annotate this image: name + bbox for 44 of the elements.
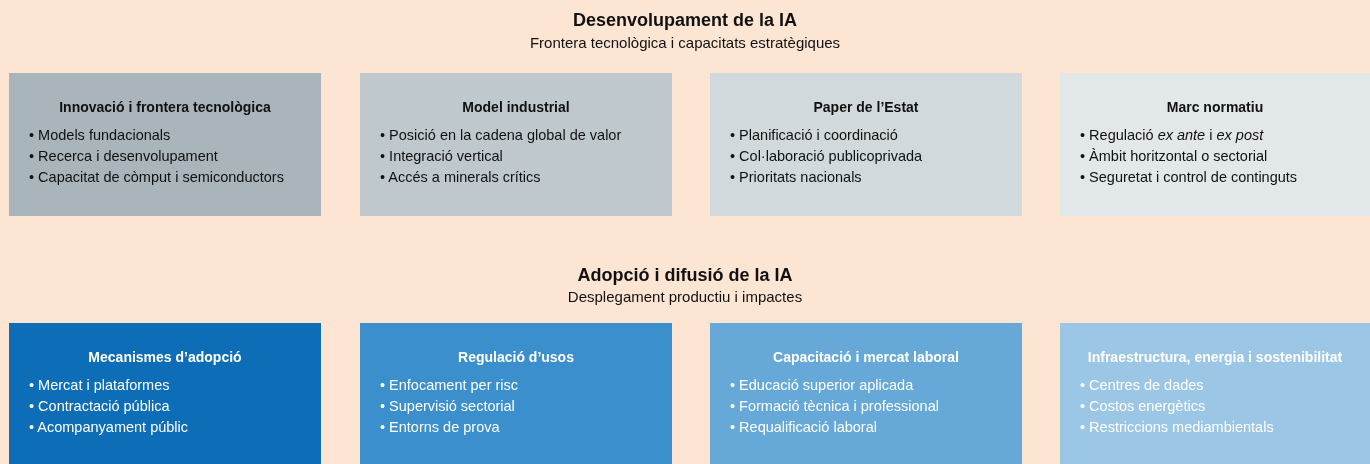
bullet-item: • Capacitat de còmput i semiconductors bbox=[29, 168, 284, 187]
content-box bbox=[9, 323, 321, 464]
content-box bbox=[360, 73, 672, 216]
section-heading: Adopció i difusió de la IA bbox=[577, 265, 793, 286]
section-heading: Desenvolupament de la IA bbox=[572, 10, 798, 31]
section-subtitle: Frontera tecnològica i capacitats estratègiques bbox=[529, 34, 841, 51]
content-box bbox=[1060, 73, 1370, 216]
bullet-item: • Recerca i desenvolupament bbox=[29, 147, 218, 166]
bullet-item: • Col·laboració publicoprivada bbox=[730, 147, 923, 166]
content-box bbox=[710, 323, 1022, 464]
box-heading: Innovació i frontera tecnològica bbox=[58, 99, 272, 115]
bullet-item: • Àmbit horitzontal o sectorial bbox=[1080, 147, 1268, 166]
bullet-item: • Supervisió sectorial bbox=[380, 397, 515, 416]
box-heading: Marc normatiu bbox=[1165, 99, 1265, 115]
bullet-item: • Integració vertical bbox=[380, 147, 503, 166]
bullet-item: • Costos energètics bbox=[1080, 397, 1206, 416]
bullet-item: • Seguretat i control de continguts bbox=[1080, 168, 1298, 187]
content-box bbox=[360, 323, 672, 464]
section-subtitle: Desplegament productiu i impactes bbox=[567, 288, 803, 305]
box-heading: Capacitació i mercat laboral bbox=[772, 349, 960, 365]
box-heading: Paper de l’Estat bbox=[812, 99, 920, 115]
box-heading: Regulació d’usos bbox=[457, 349, 575, 365]
bullet-item: • Prioritats nacionals bbox=[730, 168, 862, 187]
bullet-item: • Posició en la cadena global de valor bbox=[380, 126, 622, 145]
bullet-item: • Formació tècnica i professional bbox=[730, 397, 939, 416]
bullet-item: • Restriccions mediambientals bbox=[1080, 418, 1274, 437]
bullet-item: • Planificació i coordinació bbox=[730, 126, 898, 145]
content-box bbox=[710, 73, 1022, 216]
box-heading: Model industrial bbox=[461, 99, 571, 115]
box-heading: Infraestructura, energia i sostenibilitat bbox=[1086, 349, 1344, 365]
bullet-item: • Educació superior aplicada bbox=[730, 376, 914, 395]
bullet-item: • Centres de dades bbox=[1080, 376, 1204, 395]
bullet-item: • Mercat i plataformes bbox=[29, 376, 170, 395]
bullet-item: • Entorns de prova bbox=[380, 418, 500, 437]
bullet-item: • Acompanyament públic bbox=[29, 418, 189, 437]
bullet-item: • Contractació pública bbox=[29, 397, 170, 416]
bullet-item: • Models fundacionals bbox=[29, 126, 171, 145]
bullet-item: • Enfocament per risc bbox=[380, 376, 519, 395]
bullet-item: • Regulació ex ante i ex post bbox=[1080, 126, 1264, 145]
bullet-item: • Requalificació laboral bbox=[730, 418, 877, 437]
bullet-item: • Accés a minerals crítics bbox=[380, 168, 541, 187]
content-box bbox=[1060, 323, 1370, 464]
box-heading: Mecanismes d’adopció bbox=[87, 349, 243, 365]
content-box bbox=[9, 73, 321, 216]
